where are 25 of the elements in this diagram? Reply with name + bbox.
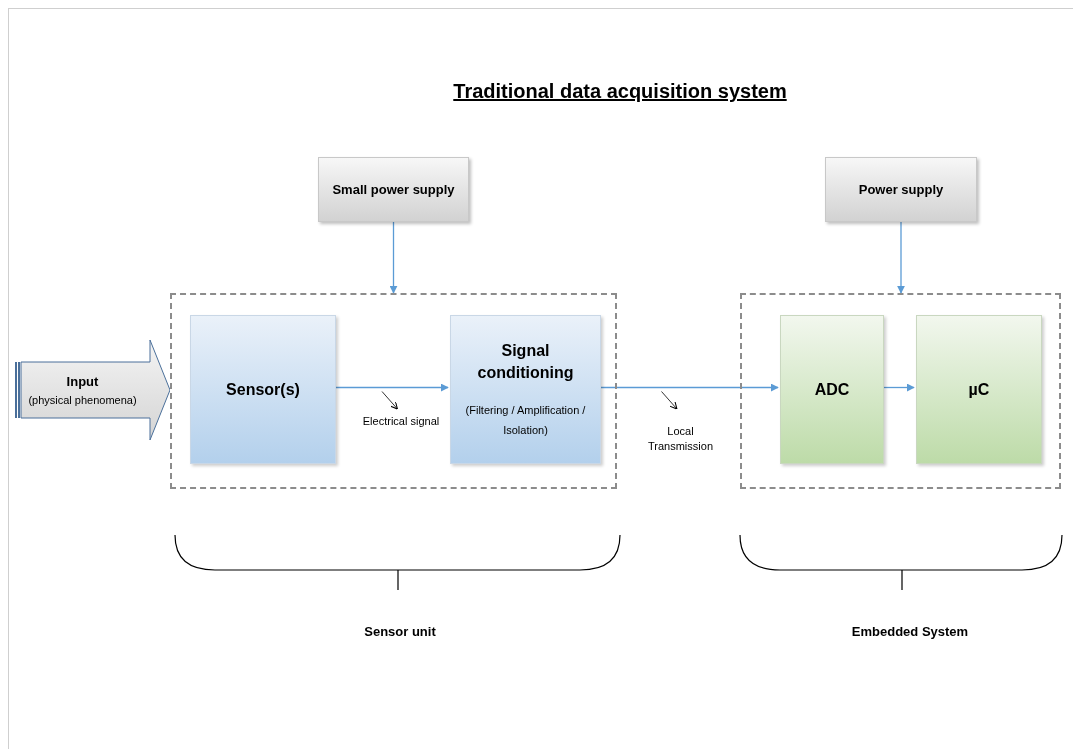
node-title: ADC [813,379,851,400]
node-subtitle: (physical phenomena) [28,392,138,408]
node-title: Small power supply [332,180,455,199]
process-box [190,315,336,464]
edge-label: Electrical signal [361,413,441,429]
node-title: Power supply [858,180,944,199]
arrow [897,221,905,294]
process-box [780,315,884,464]
dashed-group-box [170,293,617,489]
power-supply-box [318,157,469,222]
group-label: Sensor unit [363,623,437,641]
power-supply-box [825,157,977,222]
node-subtitle: (Filtering / Amplification / Isolation) [464,402,587,438]
arrow [389,221,398,294]
process-box [450,315,601,464]
diagram-title: Traditional data acquisition system [452,79,788,104]
process-box [916,315,1042,464]
node-title: Signal conditioning [476,340,575,383]
edge-label: Local Transmission [647,423,714,454]
node-title: µC [967,379,991,400]
dashed-group-box [740,293,1061,489]
node-title: Input [66,373,100,391]
input-arrow-shape [15,340,170,440]
node-title: Sensor(s) [225,379,301,400]
group-label: Embedded System [850,623,970,641]
